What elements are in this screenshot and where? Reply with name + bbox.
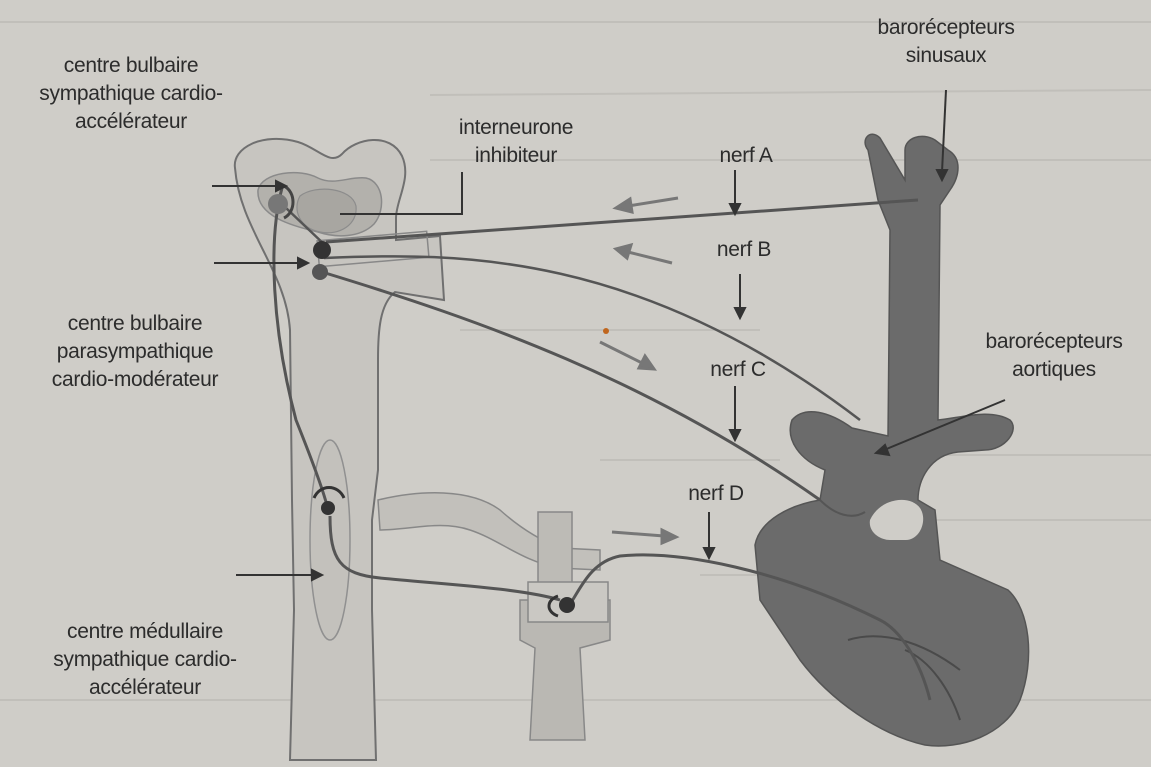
nerf-c-fiber	[322, 272, 820, 500]
neuron-body-ganglion	[559, 597, 575, 613]
mark-dot	[603, 328, 609, 334]
label-barorecepteurs-aortiques: barorécepteurs aortiques	[964, 328, 1144, 384]
label-centre-bulbaire-sympathique: centre bulbaire sympathique cardio- accé…	[6, 52, 256, 136]
label-interneurone-inhibiteur: interneurone inhibiteur	[426, 114, 606, 170]
label-nerf-c: nerf C	[698, 356, 778, 384]
neuron-body-medullary	[321, 501, 335, 515]
label-centre-bulbaire-parasympathique: centre bulbaire parasympathique cardio-m…	[20, 310, 250, 394]
label-barorecepteurs-sinusaux: barorécepteurs sinusaux	[856, 14, 1036, 70]
neuron-body-sympathetic-bulbar	[268, 194, 288, 214]
label-nerf-a: nerf A	[706, 142, 786, 170]
label-nerf-b: nerf B	[704, 236, 784, 264]
neuron-body-interneuron	[313, 241, 331, 259]
label-centre-medullaire: centre médullaire sympathique cardio- ac…	[20, 618, 270, 702]
label-nerf-d: nerf D	[676, 480, 756, 508]
sympathetic-ganglion	[378, 493, 610, 740]
heart-and-vessels	[755, 134, 1029, 746]
neuron-body-parasympathetic	[312, 264, 328, 280]
impulse-direction-arrows	[600, 198, 678, 543]
